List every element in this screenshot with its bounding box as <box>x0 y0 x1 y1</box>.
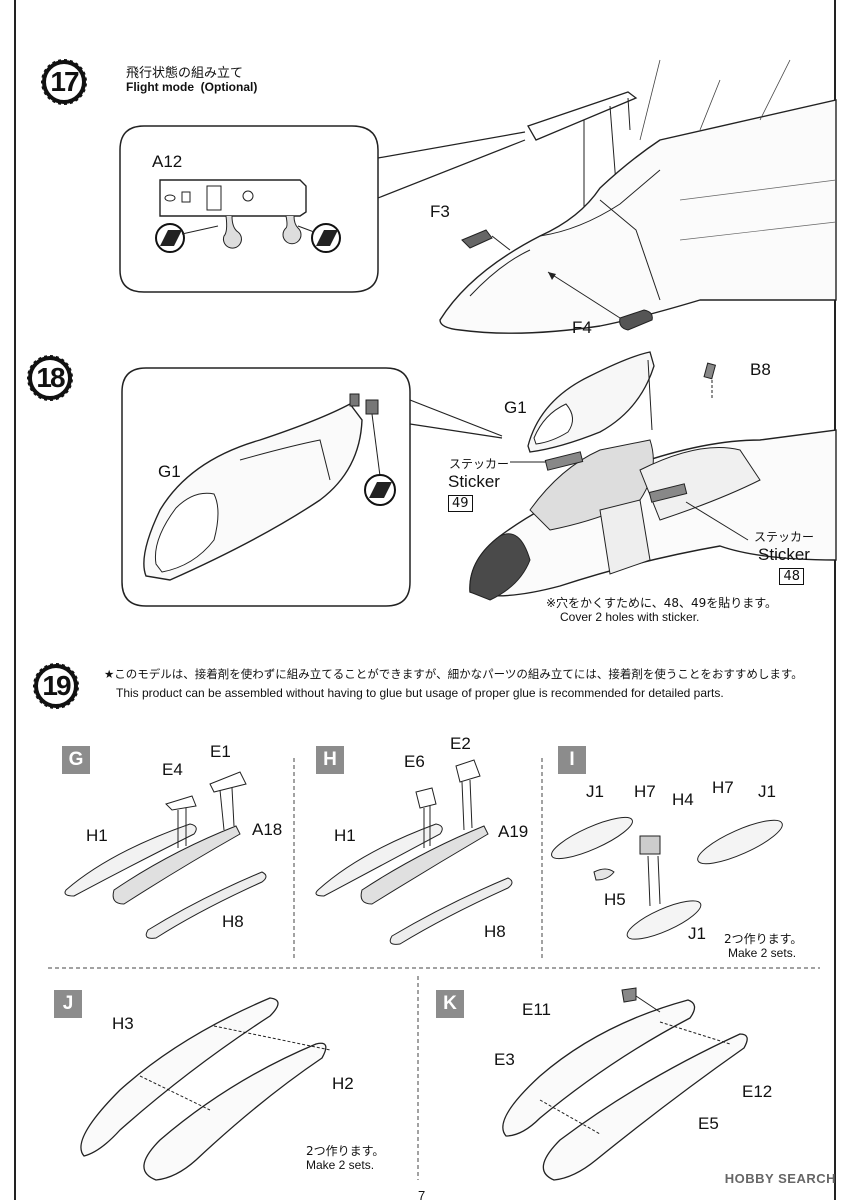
step-17-title-en: Flight mode (Optional) <box>126 80 257 94</box>
glue-icon <box>155 223 185 253</box>
part-label-g1-right: G1 <box>504 398 527 417</box>
sticker-49-jp: ステッカー <box>448 457 509 471</box>
step-19-note-en: This product can be assembled without ha… <box>116 686 724 700</box>
flight-mode-label: Flight mode <box>126 80 194 94</box>
step-17-title-jp: 飛行状態の組み立て <box>126 66 244 81</box>
panel-k-badge: K <box>436 990 464 1018</box>
panel-j-note-en: Make 2 sets. <box>306 1158 375 1172</box>
part-label-f3: F3 <box>430 202 450 221</box>
panel-i-badge: I <box>558 746 586 774</box>
hobby-search-logo: HOBBY SEARCH <box>724 1171 836 1186</box>
sticker-48-callout: ステッカー Sticker 48 <box>752 528 816 585</box>
part-label-h5: H5 <box>604 890 626 909</box>
part-label-a12: A12 <box>152 152 183 171</box>
sticker-48-en: Sticker <box>758 545 810 564</box>
part-label-h7-b: H7 <box>712 778 734 797</box>
sticker-49-en: Sticker <box>448 472 500 491</box>
part-label-h8-g: H8 <box>222 912 244 931</box>
part-label-e1: E1 <box>210 742 231 761</box>
step-18-number: 18 <box>27 355 73 401</box>
glue-icon <box>364 474 396 506</box>
panel-h-badge: H <box>316 746 344 774</box>
sticker-49-number: 49 <box>448 495 473 512</box>
part-label-b8: B8 <box>750 360 771 379</box>
step-19-number: 19 <box>33 663 79 709</box>
part-label-e3: E3 <box>494 1050 515 1069</box>
page-number: 7 <box>418 1188 426 1203</box>
panel-j-note-jp: 2つ作ります。 <box>306 1144 385 1158</box>
part-label-j1-a: J1 <box>586 782 604 801</box>
step-18-note-en: Cover 2 holes with sticker. <box>560 610 700 624</box>
panel-g-badge: G <box>62 746 90 774</box>
part-label-j1-c: J1 <box>688 924 706 943</box>
watermark-logo: HOBBY SEARCH <box>725 1171 836 1186</box>
part-label-h7-a: H7 <box>634 782 656 801</box>
step-19-note-jp: ★このモデルは、接着剤を使わずに組み立てることができますが、細かなパーツの組み立… <box>104 667 803 681</box>
sticker-48-jp: ステッカー <box>753 530 814 544</box>
panel-j-badge: J <box>54 990 82 1018</box>
sticker-48-number: 48 <box>779 568 804 585</box>
glue-icon <box>311 223 341 253</box>
optional-label: (Optional) <box>200 80 258 94</box>
part-label-h4: H4 <box>672 790 694 809</box>
part-label-f4: F4 <box>572 318 592 337</box>
panel-i-note-en: Make 2 sets. <box>728 946 797 960</box>
part-label-h1-g: H1 <box>86 826 108 845</box>
panel-i-note-jp: 2つ作ります。 <box>724 932 803 946</box>
part-label-h2: H2 <box>332 1074 354 1093</box>
part-label-e4: E4 <box>162 760 183 779</box>
part-label-e12: E12 <box>742 1082 773 1101</box>
step-18-note-jp: ※穴をかくすために、48、49を貼ります。 <box>546 596 778 610</box>
part-label-h3: H3 <box>112 1014 134 1033</box>
part-label-g1-left: G1 <box>158 462 181 481</box>
part-label-e5: E5 <box>698 1114 719 1133</box>
part-label-e6: E6 <box>404 752 425 771</box>
part-label-h8-h: H8 <box>484 922 506 941</box>
part-label-a18: A18 <box>252 820 283 839</box>
part-label-h1-h: H1 <box>334 826 356 845</box>
part-label-e11: E11 <box>522 1000 551 1019</box>
part-label-j1-b: J1 <box>758 782 776 801</box>
part-label-e2: E2 <box>450 734 471 753</box>
step-17-number: 17 <box>41 59 87 105</box>
part-label-a19: A19 <box>498 822 529 841</box>
sticker-49-callout: ステッカー Sticker 49 <box>448 455 510 512</box>
